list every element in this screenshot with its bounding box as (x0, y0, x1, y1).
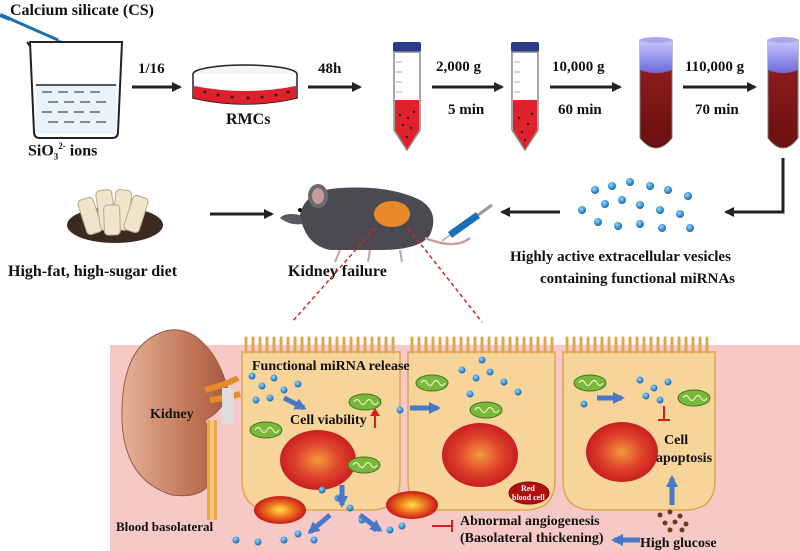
ev-label-line1: Highly active extracellular vesicles (510, 249, 731, 265)
centrifuge-tube-4 (767, 37, 799, 149)
epithelial-cell-3 (562, 351, 716, 511)
kidney-failure-label: Kidney failure (288, 263, 387, 280)
inhibition-markers (432, 406, 670, 532)
incubation-label: 48h (318, 61, 342, 77)
red-blood-cells (254, 481, 550, 524)
kidney-organ-icon (121, 329, 241, 520)
blue-flow-arrows (282, 392, 678, 546)
rbc-label-line1: Red (521, 484, 535, 493)
zoom-line-right (407, 227, 483, 323)
spin1-time-label: 5 min (448, 102, 485, 118)
spin2-time-label: 60 min (558, 102, 602, 118)
ev-label-line2: containing functional miRNAs (540, 271, 736, 287)
mitochondria-group (249, 374, 711, 474)
mirna-release-label: Functional miRNA release (252, 359, 410, 374)
mouse-icon (280, 184, 471, 263)
rmc-label: RMCs (226, 111, 271, 128)
centrifuge-tube-3 (639, 37, 673, 149)
dilution-label: 1/16 (138, 61, 165, 77)
angiogenesis-line2: (Basolateral thickening) (460, 531, 604, 546)
diet-label: High-fat, high-sugar diet (8, 263, 178, 280)
cell-apoptosis-line2: apoptosis (656, 451, 713, 466)
culture-dish-icon (192, 64, 298, 105)
cs-title-label: Calcium silicate (CS) (10, 2, 154, 19)
microvilli (244, 336, 709, 354)
blood-basolateral-label: Blood basolateral (116, 519, 214, 534)
sugarcane-food-icon (67, 189, 163, 243)
cell-apoptosis-line1: Cell (664, 433, 689, 448)
centrifuge-tube-1 (393, 42, 421, 152)
arrow-tube4-to-vesicles (724, 158, 785, 217)
rbc-label-line2: blood cell (512, 493, 545, 502)
glucose-particles (657, 509, 689, 533)
cell-viability-label: Cell viability (290, 413, 367, 428)
spin3-time-label: 70 min (695, 102, 739, 118)
vesicle-cluster-icon (578, 178, 694, 232)
angiogenesis-line1: Abnormal angiogenesis (460, 514, 600, 529)
syringe-icon (441, 203, 493, 242)
sio3-ions-label: SiO32- ions (28, 141, 98, 162)
spin3-force-label: 110,000 g (685, 59, 745, 75)
centrifuge-tube-2 (511, 42, 539, 152)
spin2-force-label: 10,000 g (552, 59, 605, 75)
spin1-force-label: 2,000 g (436, 59, 481, 75)
kidney-label: Kidney (150, 407, 194, 422)
beaker-icon (26, 41, 124, 139)
high-glucose-label: High glucose (640, 536, 717, 551)
viability-up-arrow (370, 408, 380, 428)
